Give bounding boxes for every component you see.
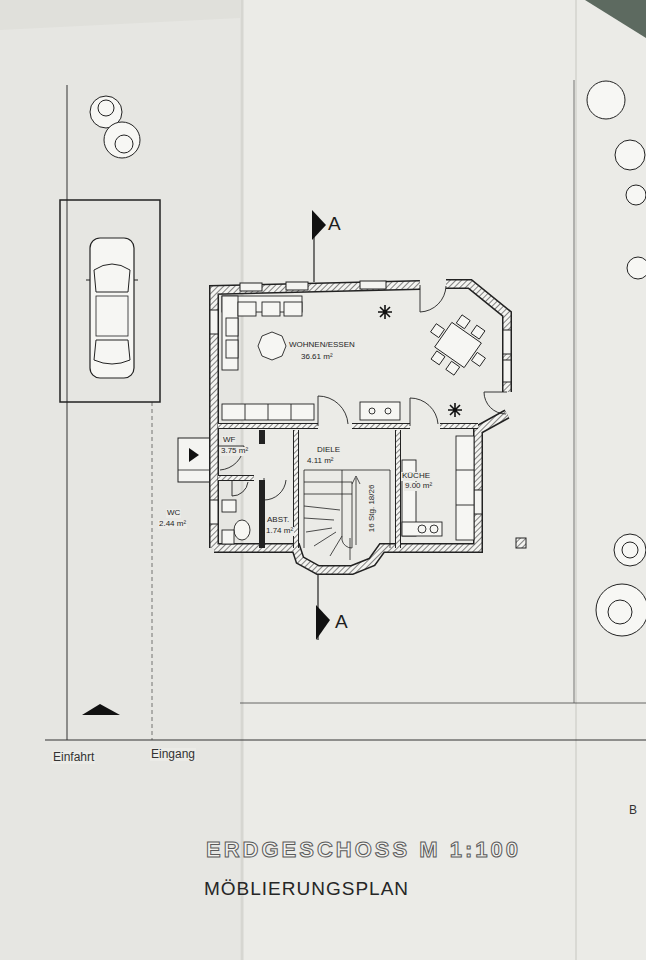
site-label: Eingang [150, 748, 196, 761]
room-area: 36.61 m² [300, 353, 334, 362]
section-label: A [334, 612, 349, 633]
plan-title: ERDGESCHOSS M 1:100 [205, 838, 522, 862]
room-name: WC [166, 509, 181, 518]
plan-caption: MÖBLIERUNGSPLAN [203, 879, 410, 900]
stair-note: 16 Stg. 18/26 [369, 483, 378, 533]
room-name: ABST. [266, 516, 290, 525]
room-name: DIELE [316, 446, 341, 455]
site-label: Einfahrt [52, 751, 95, 764]
room-area: 1.74 m² [265, 527, 294, 536]
room-name: KÜCHE [401, 472, 431, 481]
room-area: 9.00 m² [404, 482, 433, 491]
room-name: WOHNEN/ESSEN [288, 341, 356, 350]
room-area: 4.11 m² [306, 457, 335, 466]
section-label: A [327, 214, 342, 235]
sheet-mark: B [628, 804, 638, 817]
room-area: 3.75 m² [220, 447, 249, 456]
room-area: 2.44 m² [158, 520, 187, 529]
room-name: WF [222, 436, 236, 445]
